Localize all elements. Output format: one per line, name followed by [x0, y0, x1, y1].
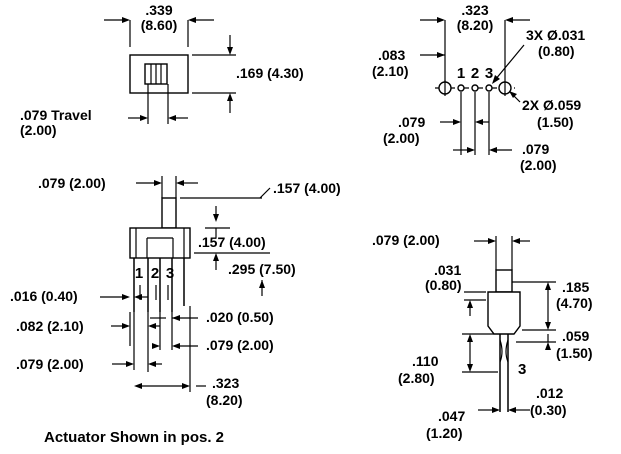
lead-width-in: .047 — [438, 408, 465, 424]
small-hole-1 — [457, 84, 465, 92]
offset-mm: (2.10) — [372, 63, 409, 79]
actuator-height: .157 (4.00) — [273, 180, 341, 196]
front-span-in: .323 — [212, 375, 239, 391]
travel-mm: (2.00) — [20, 122, 57, 138]
actuator-width: .079 (2.00) — [38, 175, 106, 191]
lead-offset: .082 (2.10) — [16, 318, 84, 334]
front-pin-1: 1 — [135, 265, 143, 282]
large-holes-mm: (1.50) — [537, 114, 574, 130]
front-span-mm: (8.20) — [206, 392, 243, 408]
pitch-right-mm: (2.00) — [520, 157, 557, 173]
footprint-span-in: .323 — [461, 2, 488, 18]
pitch-left-mm: (2.00) — [383, 130, 420, 146]
foot-height-in: .059 — [562, 328, 589, 344]
top-height-label: .169 (4.30) — [236, 65, 304, 81]
small-holes-in: 3X Ø.031 — [526, 27, 585, 43]
body-height-mm: (4.70) — [556, 295, 593, 311]
lead-length-in: .110 — [412, 353, 439, 369]
lead-length: .295 (7.50) — [228, 261, 296, 277]
foot-height-mm: (1.50) — [556, 345, 593, 361]
footprint-pin-2: 2 — [471, 65, 479, 82]
top-width-in: .339 — [145, 2, 172, 18]
side-view: .079 (2.00) .031 (0.80) .185 (4.70) — [372, 232, 593, 441]
top-thickness-mm: (0.80) — [425, 277, 462, 293]
lead-thickness: .016 (0.40) — [10, 288, 78, 304]
footprint-span-mm: (8.20) — [457, 17, 494, 33]
lead-length-mm: (2.80) — [398, 370, 435, 386]
switch-body-side — [487, 291, 521, 335]
top-width-mm: (8.60) — [141, 17, 178, 33]
lead-thickness-in: .012 — [536, 385, 563, 401]
travel-in: .079 Travel — [20, 107, 92, 123]
top-thickness-in: .031 — [434, 262, 461, 278]
actuator-side — [495, 269, 513, 293]
pitch-left: .079 (2.00) — [16, 356, 84, 372]
front-view: .079 (2.00) .157 (4.00) .157 (4.00) .295… — [10, 175, 341, 446]
front-view-caption: Actuator Shown in pos. 2 — [44, 429, 224, 446]
pitch-right: .079 (2.00) — [206, 337, 274, 353]
front-pin-2: 2 — [151, 265, 159, 282]
pitch-left-in: .079 — [398, 114, 425, 130]
side-actuator-width: .079 (2.00) — [372, 232, 440, 248]
actuator-front — [161, 197, 177, 229]
pcb-footprint-view: .323 (8.20) 3X Ø.031 (0.80) .083 (2.10) … — [372, 2, 585, 173]
small-holes-mm: (0.80) — [538, 43, 575, 59]
footprint-pin-3: 3 — [485, 65, 493, 82]
body-height-in: .185 — [562, 279, 589, 295]
lead-width: .020 (0.50) — [206, 309, 274, 325]
offset-in: .083 — [378, 47, 405, 63]
pitch-right-in: .079 — [522, 141, 549, 157]
side-pin-3: 3 — [518, 361, 526, 378]
switch-body-front — [129, 227, 191, 259]
front-pin-3: 3 — [166, 265, 174, 282]
lead-thickness-mm: (0.30) — [530, 402, 567, 418]
footprint-pin-1: 1 — [457, 65, 465, 82]
top-view-switch: .339 (8.60) .169 (4.30) .079 Travel (2.0… — [20, 2, 304, 138]
body-height: .157 (4.00) — [198, 234, 266, 250]
small-hole-2 — [471, 84, 479, 92]
lead-width-mm: (1.20) — [426, 425, 463, 441]
small-hole-3 — [485, 84, 493, 92]
large-holes-in: 2X Ø.059 — [522, 97, 581, 113]
